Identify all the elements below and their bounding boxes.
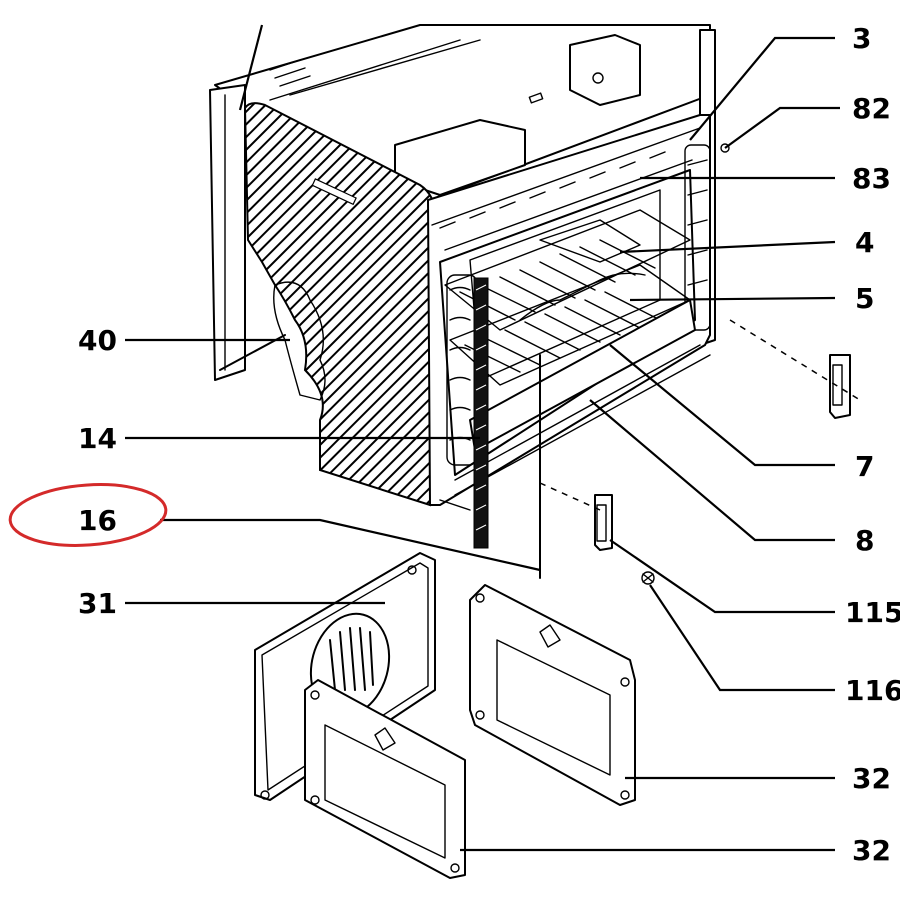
label-32-front: 32 xyxy=(852,834,891,867)
leader-4 xyxy=(619,240,836,254)
label-4: 4 xyxy=(855,226,874,259)
label-3: 3 xyxy=(852,22,871,55)
door-glass-rear xyxy=(469,584,636,806)
label-40: 40 xyxy=(78,324,117,357)
label-32-rear: 32 xyxy=(852,762,891,795)
label-7: 7 xyxy=(855,450,874,483)
label-14: 14 xyxy=(78,422,117,455)
callout-labels: 3 82 83 4 5 40 14 16 7 8 31 115 116 32 3… xyxy=(78,22,900,867)
label-82: 82 xyxy=(852,92,891,125)
leader-7 xyxy=(609,344,835,467)
insulation-wool xyxy=(273,281,326,401)
label-8: 8 xyxy=(855,524,874,557)
leader-16 xyxy=(160,518,541,572)
label-116: 116 xyxy=(845,674,900,707)
label-5: 5 xyxy=(855,282,874,315)
leader-top xyxy=(238,24,264,111)
leader-3 xyxy=(689,36,835,141)
leader-115 xyxy=(609,539,835,614)
label-31: 31 xyxy=(78,587,117,620)
leader-82 xyxy=(724,106,840,149)
callout-leaders xyxy=(125,24,840,852)
label-115: 115 xyxy=(845,596,900,629)
leader-8 xyxy=(589,399,835,542)
label-16: 16 xyxy=(78,504,117,537)
oven-cavity xyxy=(444,143,730,579)
hinge-parts xyxy=(539,319,861,585)
insulation-panel xyxy=(219,102,437,507)
highlight-circle xyxy=(8,483,168,547)
label-83: 83 xyxy=(852,162,891,195)
door-glass-front xyxy=(304,679,466,879)
leader-116 xyxy=(649,584,835,692)
top-module-box xyxy=(569,34,641,106)
leader-5 xyxy=(629,296,836,302)
